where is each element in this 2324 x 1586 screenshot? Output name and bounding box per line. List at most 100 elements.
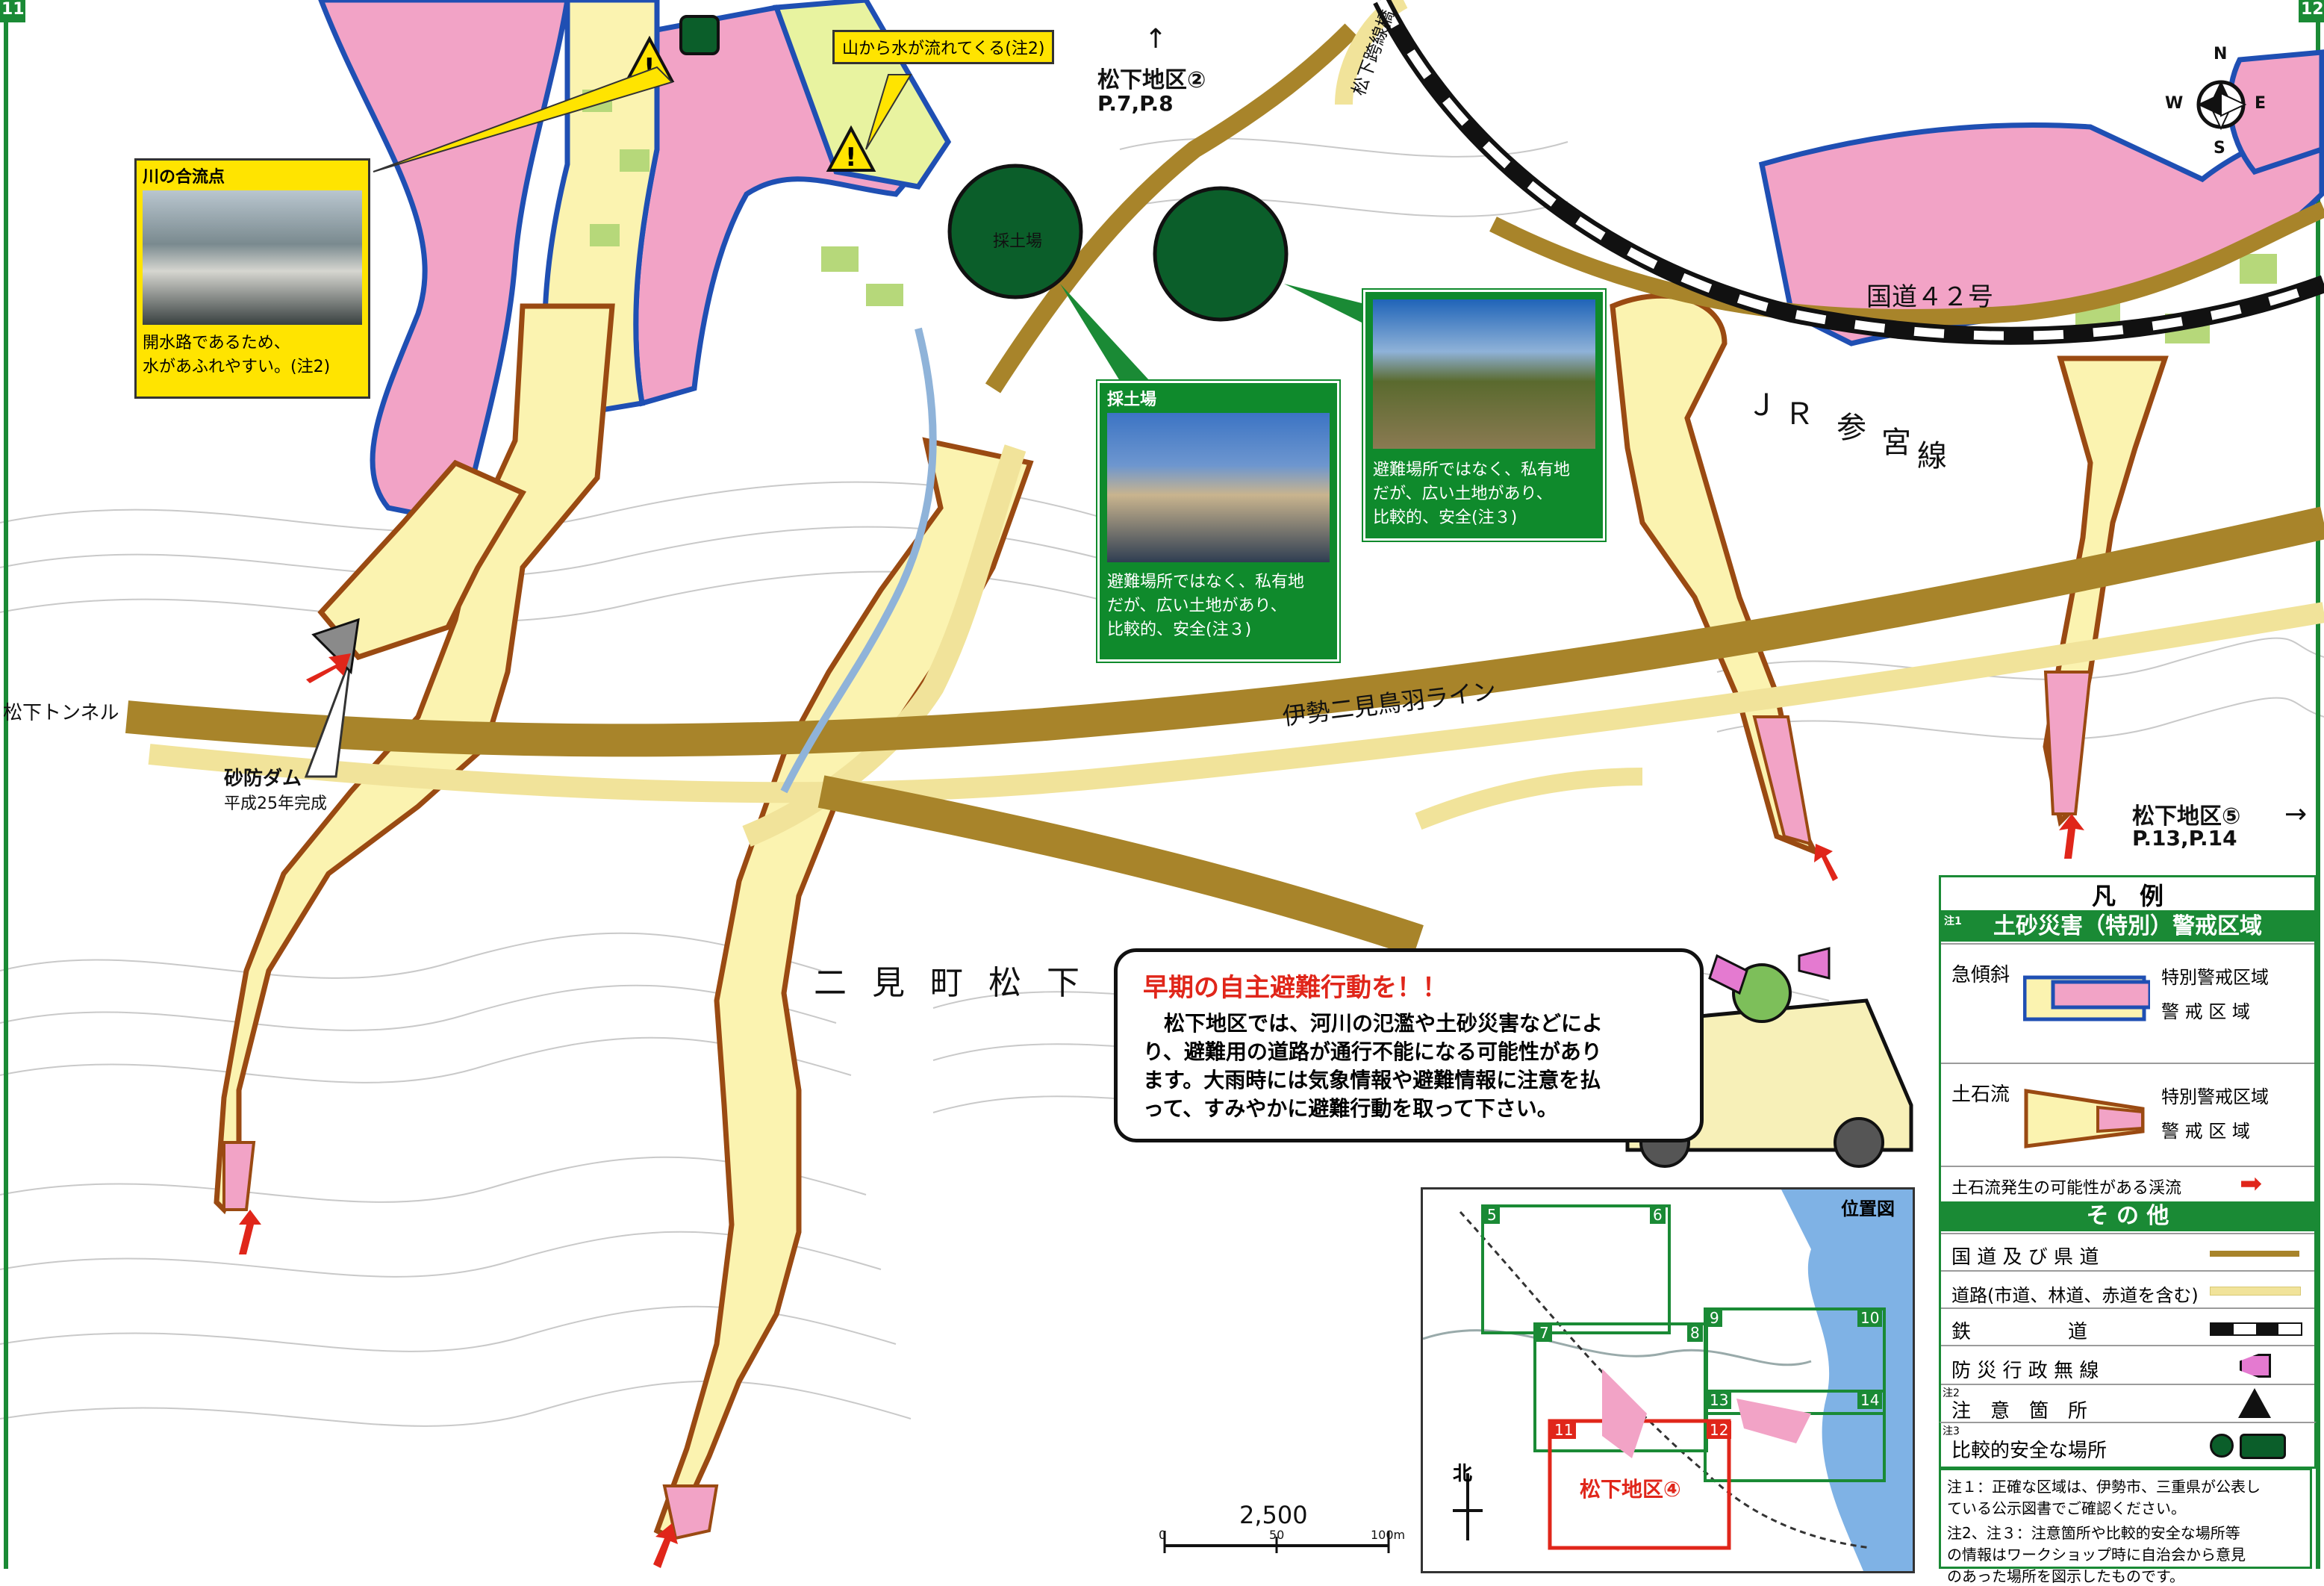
- safe-rect-icon: [2240, 1434, 2286, 1459]
- confluence-text-1: 開水路であるため、: [143, 334, 290, 352]
- callout-confluence: 川の合流点 開水路であるため、 水があふれやすい。(注2): [134, 158, 370, 399]
- inset-tile-6[interactable]: 6: [1650, 1206, 1666, 1224]
- legend-national-road-label: 国 道 及 び 県 道: [1951, 1246, 2099, 1269]
- scale-ratio: 2,500: [1239, 1501, 1308, 1529]
- ref-district-2[interactable]: 松下地区②: [1097, 67, 1206, 93]
- inset-tile-14[interactable]: 14: [1857, 1391, 1883, 1409]
- jr-line-char-1: Ｊ: [1747, 388, 1777, 423]
- quarry-marker-label: 採土場: [993, 232, 1043, 251]
- legend-steep-label: 急傾斜: [1951, 964, 2010, 986]
- inset-title: 位置図: [1841, 1198, 1895, 1219]
- jr-line-char-4: 宮: [1881, 426, 1911, 460]
- compass-n: N: [2214, 45, 2228, 63]
- callout-water-from-mountain: 山から水が流れてくる(注2): [832, 30, 1055, 64]
- photo-box-field: 避難場所ではなく、私有地 だが、広い土地があり、 比較的、安全(注３): [1363, 290, 1605, 541]
- legend-hazard-title: 土砂災害（特別）警戒区域: [1993, 913, 2262, 939]
- inset-tile-12[interactable]: 12: [1707, 1421, 1732, 1439]
- field-text-3: 比較的、安全(注３): [1373, 509, 1518, 527]
- quarry-title: 採土場: [1107, 391, 1157, 409]
- legend-national-road-row: 国 道 及 び 県 道: [1941, 1233, 2314, 1272]
- field-text-1: 避難場所ではなく、私有地: [1373, 461, 1571, 479]
- town-label: 二 見 町 松 下: [814, 964, 1087, 1002]
- river: [780, 327, 937, 794]
- tunnel-label: 松下トンネル: [3, 702, 119, 724]
- notice-line-2: り、避難用の道路が通行不能になる可能性があり: [1143, 1039, 1602, 1064]
- notice-line-4: って、すみやかに避難行動を取って下さい。: [1143, 1096, 1558, 1121]
- safe-circle-icon: [2210, 1434, 2234, 1458]
- north-compass-icon: [2196, 80, 2247, 131]
- svg-text:!: !: [845, 143, 857, 172]
- safe-area-field: [1153, 186, 1289, 322]
- inset-district-label: 松下地区④: [1580, 1477, 1681, 1502]
- legend-hazard-header: 注1 土砂災害（特別）警戒区域: [1941, 912, 2314, 942]
- ref-district-5[interactable]: 松下地区⑤: [2132, 803, 2241, 830]
- compass-s: S: [2214, 139, 2225, 158]
- inset-tile-8[interactable]: 8: [1687, 1324, 1703, 1342]
- legend-safe-note: 注3: [1943, 1425, 1960, 1437]
- compass-e: E: [2255, 94, 2267, 113]
- debris-special-zones: [222, 671, 2093, 1540]
- note2-line-3: のあった場所を図示したものです。: [1947, 1567, 2184, 1585]
- legend-steep-special: 特別警戒区域: [2161, 967, 2269, 988]
- inset-tile-11[interactable]: 11: [1551, 1421, 1577, 1439]
- loudspeaker-icon: [2240, 1354, 2271, 1378]
- note1-line-2: ている公示図書でご確認ください。: [1947, 1499, 2186, 1517]
- quarry-text-1: 避難場所ではなく、私有地: [1107, 573, 1305, 591]
- photo-box-quarry: 採土場 避難場所ではなく、私有地 だが、広い土地があり、 比較的、安全(注３): [1097, 381, 1339, 662]
- ref-district-5-pages: P.13,P.14: [2132, 826, 2237, 850]
- legend-debris-special: 特別警戒区域: [2161, 1086, 2269, 1107]
- notice-box: 早期の自主避難行動を！！ 松下地区では、河川の氾濫や土砂災害などによ り、避難用…: [1114, 948, 1704, 1142]
- legend-caution-note: 注2: [1943, 1387, 1960, 1399]
- legend-steep-row: 急傾斜 特別警戒区域 警 戒 区 域: [1941, 943, 2314, 1064]
- legend-title: 凡 例: [1941, 877, 2314, 912]
- scale-bar: [1163, 1531, 1390, 1553]
- legend-road-row: 道路(市道、林道、赤道を含む): [1941, 1270, 2314, 1309]
- confluence-title: 川の合流点: [143, 168, 225, 187]
- legend-road-label: 道路(市道、林道、赤道を含む): [1951, 1285, 2199, 1306]
- inset-tile-10[interactable]: 10: [1857, 1309, 1883, 1327]
- inset-tile-13[interactable]: 13: [1707, 1391, 1732, 1409]
- notice-line-1: 松下地区では、河川の氾濫や土砂災害などによ: [1143, 1011, 1604, 1036]
- legend-radio-label: 防 災 行 政 無 線: [1951, 1360, 2099, 1382]
- compass-w: W: [2165, 94, 2184, 113]
- safe-house-icon: [679, 15, 720, 55]
- scale-tick-50: 50: [1269, 1528, 1285, 1542]
- quarry-text-3: 比較的、安全(注３): [1107, 621, 1252, 639]
- inset-location-map: 位置図 北 5 6 7 8 9 10 11 12 13 14 松下地区④: [1421, 1187, 1915, 1573]
- caution-icon: [2238, 1388, 2271, 1418]
- caution-icon: !: [826, 125, 876, 172]
- dam-title: 砂防ダム: [224, 768, 302, 790]
- dam-subtitle: 平成25年完成: [224, 794, 327, 813]
- legend-debris-row: 土石流 特別警戒区域 警 戒 区 域: [1941, 1063, 2314, 1167]
- inset-tile-7[interactable]: 7: [1536, 1324, 1552, 1342]
- railway: [1373, 0, 2324, 345]
- arrow-icon: ➡: [2240, 1169, 2263, 1199]
- page-number-right: 12: [2301, 0, 2324, 19]
- notice-title: 早期の自主避難行動を！！: [1143, 973, 1448, 1003]
- inset-tile-9[interactable]: 9: [1707, 1309, 1722, 1327]
- legend-rail-label: 鉄 道: [1951, 1321, 2088, 1343]
- route42-label: 国道４２号: [1866, 282, 1993, 312]
- page-number-left: 11: [1, 0, 25, 19]
- note2-line-2: の情報はワークショップ時に自治会から意見: [1947, 1546, 2246, 1564]
- legend-debris-zone: 警 戒 区 域: [2161, 1121, 2250, 1142]
- confluence-photo: [143, 190, 362, 325]
- legend-caution-label: 注 意 箇 所: [1951, 1400, 2088, 1422]
- legend-steep-zone: 警 戒 区 域: [2161, 1001, 2250, 1022]
- legend-radio-row: 防 災 行 政 無 線: [1941, 1345, 2314, 1385]
- note2-line-1: 注2、注３：注意箇所や比較的安全な場所等: [1947, 1524, 2240, 1542]
- jr-line-char-5: 線: [1917, 439, 1947, 473]
- jr-line-char-3: 参: [1837, 411, 1866, 445]
- legend-debris-label: 土石流: [1951, 1083, 2010, 1106]
- notice-line-3: ます。大雨時には気象情報や避難情報に注意を払: [1143, 1068, 1601, 1092]
- jr-line-char-2: Ｒ: [1784, 397, 1814, 432]
- legend-rail-row: 鉄 道: [1941, 1307, 2314, 1346]
- scale-tick-0: 0: [1159, 1528, 1167, 1542]
- inset-tile-5[interactable]: 5: [1484, 1206, 1500, 1224]
- national-road-icon: [2210, 1251, 2299, 1257]
- debris-stream-arrows: [239, 653, 2084, 1568]
- legend-caution-row: 注2 注 意 箇 所: [1941, 1384, 2314, 1424]
- field-photo: [1373, 299, 1595, 449]
- road-icon: [2210, 1287, 2301, 1296]
